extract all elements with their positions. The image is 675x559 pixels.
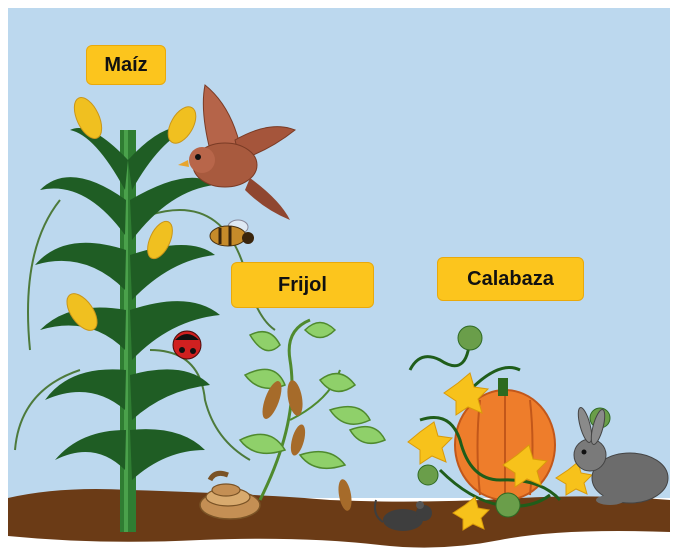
- label-maiz: Maíz: [86, 45, 166, 85]
- label-frijol: Frijol: [231, 262, 374, 308]
- label-calabaza: Calabaza: [437, 257, 584, 301]
- ladybug-icon: [173, 331, 201, 359]
